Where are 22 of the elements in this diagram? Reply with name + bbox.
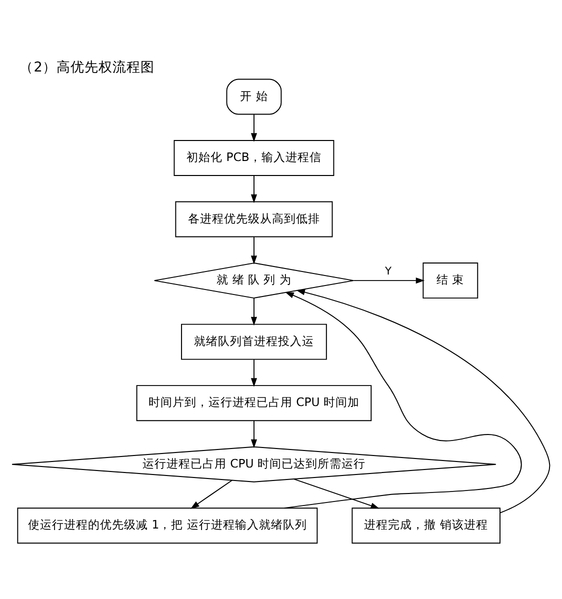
arrow	[250, 236, 258, 264]
arrow	[353, 276, 425, 284]
node-box: 各进程优先级从高到低排	[175, 200, 333, 237]
node-box: 进程完成，撤 销该进程	[352, 507, 500, 544]
node-box: 使运行进程的优先级减 1，把 运行进程输入就绪队列	[17, 507, 318, 544]
arrow	[190, 479, 233, 508]
arrow	[250, 420, 258, 448]
arrow	[250, 174, 258, 203]
node-box: 初始化 PCB，输入进程信	[174, 140, 334, 176]
arrow	[250, 114, 258, 142]
node-box: 时间片到，运行进程已占用 CPU 时间加	[136, 384, 372, 421]
edge-label: Y	[385, 264, 392, 278]
node-box: 就绪队列首进程投入运	[181, 323, 327, 360]
arrow	[250, 358, 258, 386]
arrow	[284, 291, 522, 508]
arrow	[293, 478, 380, 508]
node-diamond: 运行进程已占用 CPU 时间已达到所需运行	[12, 446, 496, 482]
node-box: 结 束	[422, 262, 478, 298]
arrow	[250, 297, 258, 326]
node-box: 开 始	[226, 78, 282, 114]
arrow	[296, 288, 550, 513]
diagram-title: （2）高优先权流程图	[20, 59, 154, 76]
